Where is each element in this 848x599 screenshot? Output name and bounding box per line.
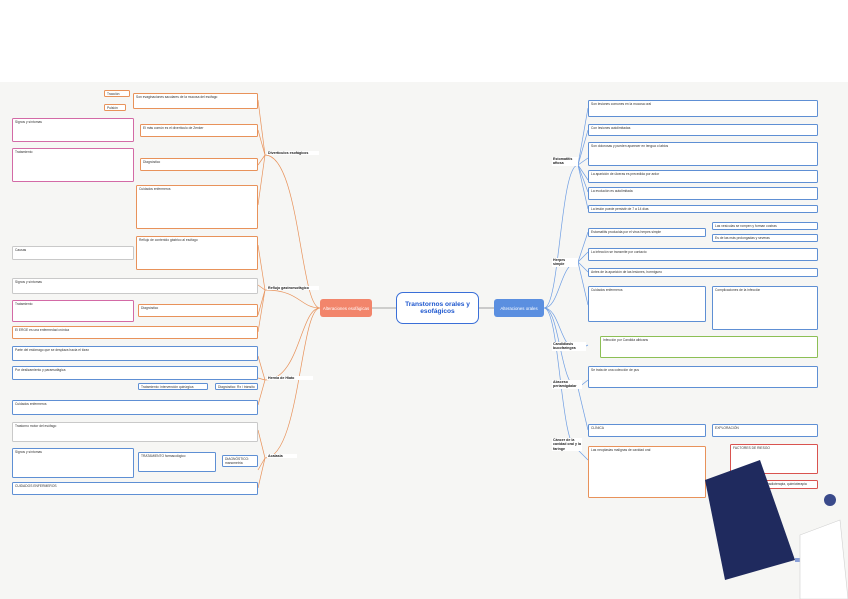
node-causas-reflujo: Causas [12, 246, 134, 260]
branch-alteraciones-orales: Alteraciones orales [494, 299, 544, 317]
node-acalasia-tratamiento: TRATAMIENTO farmacológico [138, 452, 216, 472]
group-estomatitis-aftosa: Estomatitis aftosa [552, 157, 578, 166]
node-evaginaciones: Son evaginaciones saculares de la mucosa… [133, 93, 258, 109]
group-cancer: Cáncer de la cavidad oral y la faringe [552, 438, 582, 452]
node-aftosa-persistir: La lesión puede persistir de 7 a 14 días [588, 205, 818, 213]
node-herpes-def: Estomatitis producida por el virus herpe… [588, 228, 706, 237]
node-cancer-def: Las neoplasias malignas de cavidad oral [588, 446, 706, 498]
node-erge: El ERGE es una enfermedad crónica [12, 326, 258, 339]
node-absceso-exploracion: EXPLORACIÓN [712, 424, 818, 437]
node-herpes-complicaciones: Complicaciones de la infección [712, 286, 818, 330]
node-aftosa-ardor: La aparición de úlceras es precedida por… [588, 170, 818, 183]
node-tratamiento-diverticulo: Tratamiento [12, 148, 134, 182]
node-traccion: Tracción [104, 90, 130, 97]
node-acalasia-signos: Signos y síntomas [12, 448, 134, 478]
node-aftosa-dolorosas: Son dolorosas y pueden aparecer en lengu… [588, 142, 818, 166]
node-aftosa-evolucion: La evolución es autolimitada [588, 187, 818, 200]
group-reflujo: Reflujo gastroesofágico [267, 286, 319, 291]
node-acalasia-def: Trastorno motor del esófago [12, 422, 258, 442]
group-diverticulos: Divertículos esofágicos [267, 151, 319, 156]
group-absceso: Absceso periamigdalar [552, 380, 582, 389]
node-diagnostico-diverticulo: Diagnóstico [140, 158, 258, 171]
node-acalasia-cuidados: CUIDADOS ENFERMEROS [12, 482, 258, 495]
group-acalasia: Acalasia [267, 454, 297, 459]
node-hernia-tratamiento: Tratamiento: intervención quirúrgica [138, 383, 208, 390]
branch-alteraciones-esofagicas: Alteraciones esofágicas [320, 299, 372, 317]
node-diagnostico-reflujo: Diagnóstico [138, 304, 258, 317]
group-herpes-simple: Herpes simple [552, 258, 578, 267]
group-hernia-hiato: Hernia de Hiato [267, 376, 313, 381]
node-herpes-hormigueo: Antes de la aparición de las lesiones, h… [588, 268, 818, 277]
node-absceso-def: Se trata de una colección de pus [588, 366, 818, 388]
decorative-figure-illustration [705, 460, 848, 599]
node-herpes-cuidados: Cuidados enfermeros [588, 286, 706, 322]
node-reflujo-def: Reflujo de contenido gástrico al esófago [136, 236, 258, 270]
node-acalasia-diagnostico: DIAGNÓSTICO: manometría [222, 455, 258, 467]
node-herpes-transmision: La infección se transmite por contacto [588, 248, 818, 261]
node-hernia-def: Parte del estómago que se desplaza hacia… [12, 346, 258, 361]
node-herpes-costras: Las vesículas se rompen y forman costras [712, 222, 818, 230]
node-hernia-diagnostico: Diagnóstico: Rx / tránsito [215, 383, 258, 390]
node-signos-diverticulo: Signos y síntomas [12, 118, 134, 142]
node-candidiasis-def: Infección por Candida albicans [600, 336, 818, 358]
node-hernia-cuidados: Cuidados enfermeros [12, 400, 258, 415]
central-topic: Transtornos orales y esofágicos [396, 292, 479, 324]
node-tratamiento-reflujo: Tratamiento [12, 300, 134, 322]
group-candidiasis: Candidiasis bucofaríngea [552, 342, 586, 351]
node-zenker: El más común es el divertículo de Zenker [140, 124, 258, 137]
node-hernia-tipos: Por deslizamiento y paraesofágica [12, 366, 258, 380]
node-aftosa-autolimitadas: Con lesiones autolimitadas [588, 124, 818, 136]
node-herpes-severas: Es de las más prolongadas y severas [712, 234, 818, 242]
node-absceso-clinica: CLÍNICA [588, 424, 706, 437]
node-cuidados-diverticulo: Cuidados enfermeros [136, 185, 258, 229]
node-signos-reflujo: Signos y síntomas [12, 278, 258, 294]
node-pulsion: Pulsión [104, 104, 126, 111]
node-aftosa-lesiones: Son lesiones comunes en la mucosa oral [588, 100, 818, 117]
